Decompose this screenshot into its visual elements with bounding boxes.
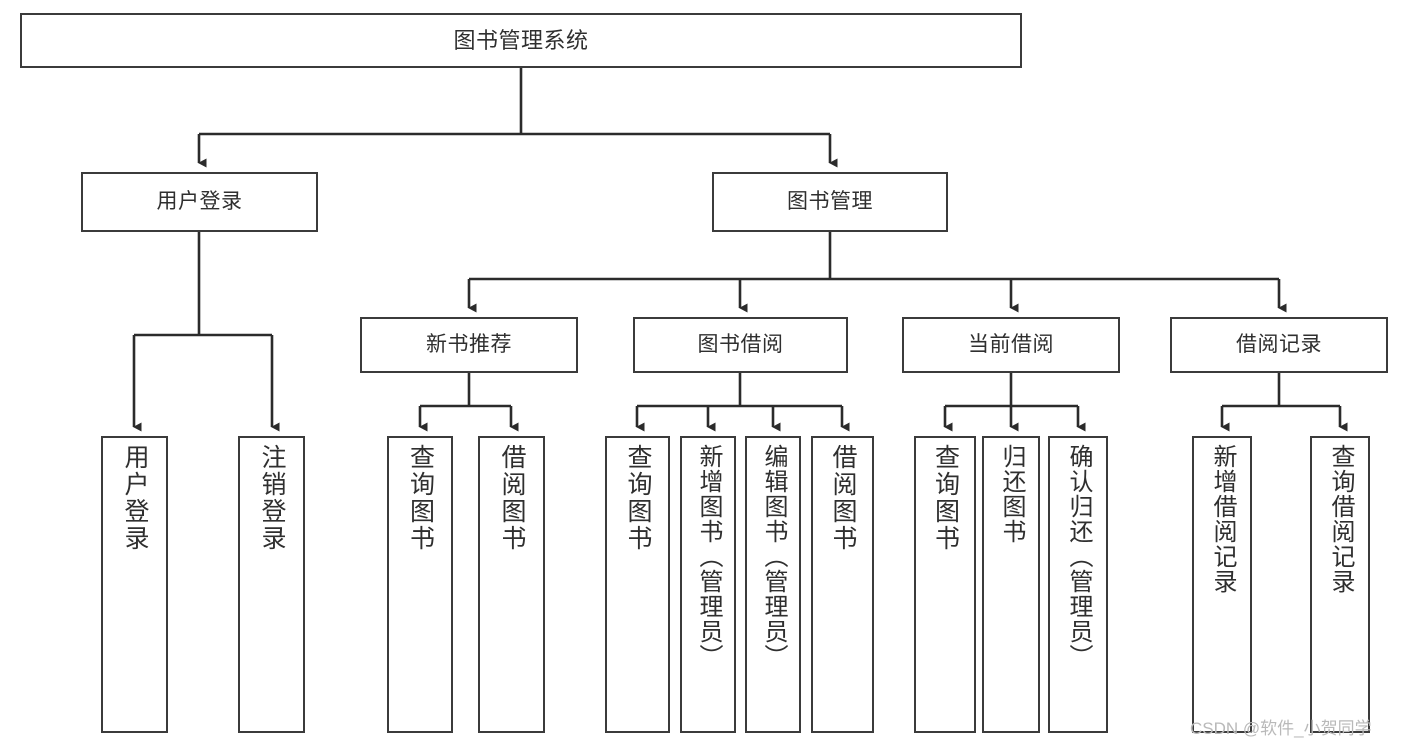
node-leaf-borrow-book-label: 借阅图书 xyxy=(829,444,857,552)
node-root-label: 图书管理系统 xyxy=(453,27,589,53)
node-leaf-query-book-rec-label: 查询图书 xyxy=(406,444,435,552)
node-leaf-borrow-book[interactable]: 借阅图书 xyxy=(811,436,874,733)
node-leaf-user-logout[interactable]: 注销登录 xyxy=(238,436,305,733)
node-user-login-label: 用户登录 xyxy=(156,189,243,213)
node-leaf-edit-book-label: 编辑图书（管理员） xyxy=(760,444,787,669)
node-borrow-record[interactable]: 借阅记录 xyxy=(1170,317,1388,373)
node-leaf-query-book-label: 查询图书 xyxy=(624,444,652,552)
node-book-borrow[interactable]: 图书借阅 xyxy=(633,317,848,373)
node-leaf-borrow-book-rec[interactable]: 借阅图书 xyxy=(478,436,545,733)
node-leaf-add-book[interactable]: 新增图书（管理员） xyxy=(680,436,736,733)
node-current-borrow-label: 当前借阅 xyxy=(968,332,1054,356)
node-borrow-record-label: 借阅记录 xyxy=(1236,332,1322,356)
node-leaf-query-book-cur-label: 查询图书 xyxy=(931,444,960,552)
node-user-login[interactable]: 用户登录 xyxy=(81,172,318,232)
node-new-book-rec-label: 新书推荐 xyxy=(426,332,512,356)
node-book-borrow-label: 图书借阅 xyxy=(697,332,784,356)
node-leaf-return-book-label: 归还图书 xyxy=(998,444,1025,544)
node-book-manage-label: 图书管理 xyxy=(787,189,873,213)
node-leaf-borrow-book-rec-label: 借阅图书 xyxy=(498,444,526,552)
node-root[interactable]: 图书管理系统 xyxy=(20,13,1022,68)
node-new-book-rec[interactable]: 新书推荐 xyxy=(360,317,578,373)
node-leaf-edit-book[interactable]: 编辑图书（管理员） xyxy=(745,436,801,733)
node-current-borrow[interactable]: 当前借阅 xyxy=(902,317,1120,373)
node-leaf-add-record-label: 新增借阅记录 xyxy=(1209,444,1236,594)
node-leaf-return-book[interactable]: 归还图书 xyxy=(982,436,1040,733)
node-leaf-query-book-rec[interactable]: 查询图书 xyxy=(387,436,453,733)
node-leaf-query-book[interactable]: 查询图书 xyxy=(605,436,670,733)
node-leaf-user-login[interactable]: 用户登录 xyxy=(101,436,168,733)
node-leaf-confirm-return[interactable]: 确认归还（管理员） xyxy=(1048,436,1108,733)
node-leaf-confirm-return-label: 确认归还（管理员） xyxy=(1065,444,1092,669)
node-leaf-query-record-label: 查询借阅记录 xyxy=(1327,444,1354,594)
node-leaf-query-book-cur[interactable]: 查询图书 xyxy=(914,436,976,733)
node-leaf-user-logout-label: 注销登录 xyxy=(258,444,286,552)
node-leaf-add-book-label: 新增图书（管理员） xyxy=(695,444,722,669)
node-leaf-query-record[interactable]: 查询借阅记录 xyxy=(1310,436,1370,733)
node-book-manage[interactable]: 图书管理 xyxy=(712,172,948,232)
node-leaf-add-record[interactable]: 新增借阅记录 xyxy=(1192,436,1252,733)
node-leaf-user-login-label: 用户登录 xyxy=(121,444,149,552)
